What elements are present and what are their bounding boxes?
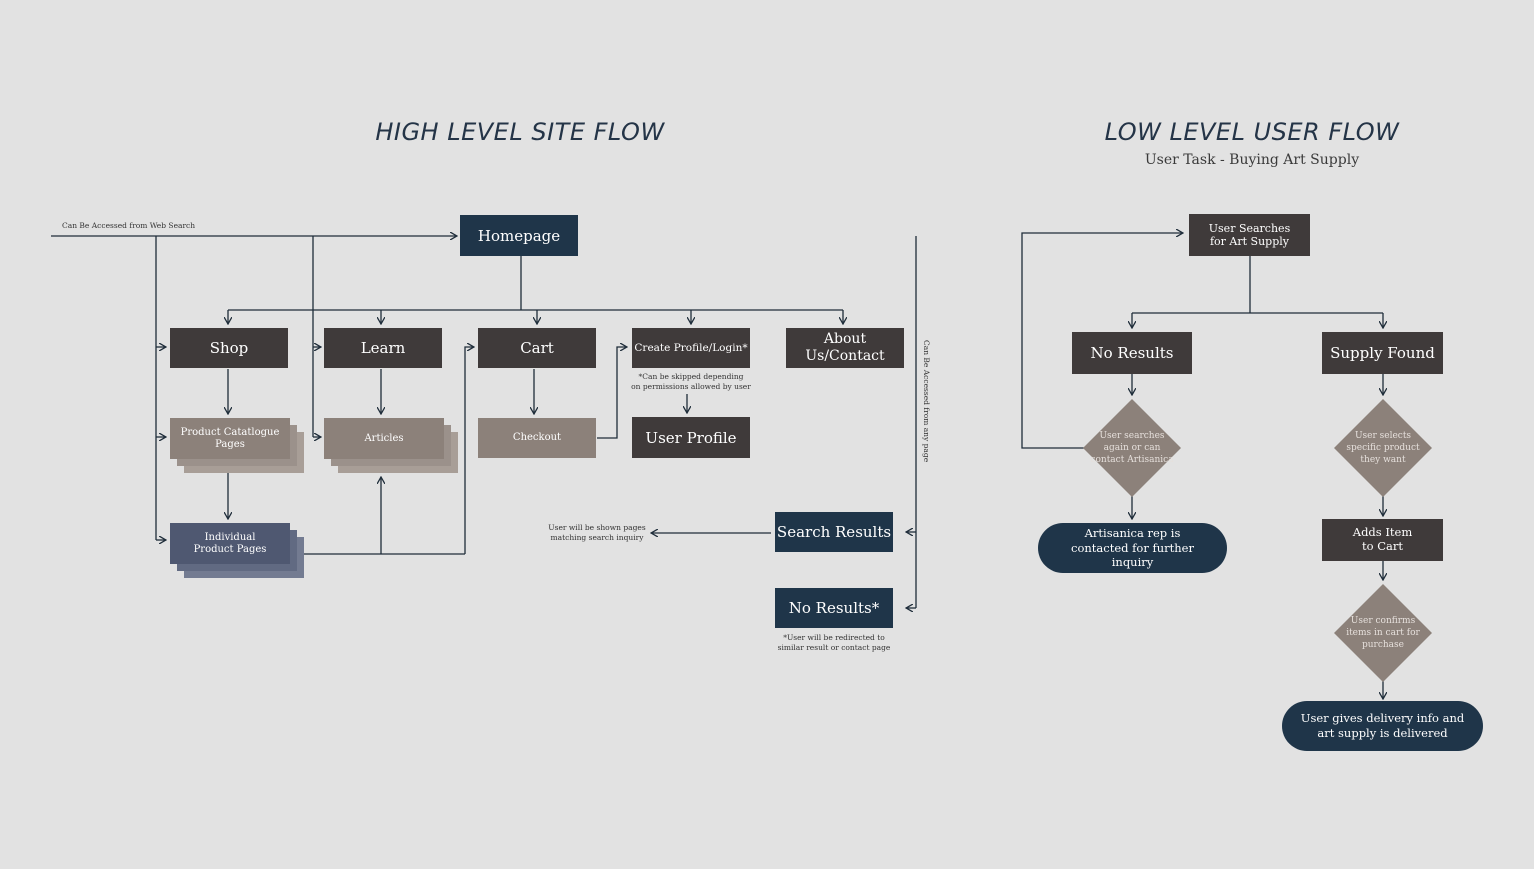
cart-node[interactable]: Cart xyxy=(478,328,596,368)
web-search-note: Can Be Accessed from Web Search xyxy=(62,221,196,230)
decision-select-product xyxy=(1334,399,1432,497)
user-profile-node[interactable]: User Profile xyxy=(632,417,750,458)
learn-node[interactable]: Learn xyxy=(324,328,442,368)
individual-product-node[interactable]: Individual Product Pages xyxy=(170,523,290,564)
decision-search-again xyxy=(1083,399,1181,497)
create-profile-node[interactable]: Create Profile/Login* xyxy=(632,328,750,368)
about-node[interactable]: About Us/Contact xyxy=(786,328,904,368)
add-cart-node[interactable]: Adds Item to Cart xyxy=(1322,519,1443,561)
search-results-note: User will be shown pages matching search… xyxy=(548,523,646,542)
select-product-text: User selects specific product they want xyxy=(1346,430,1420,466)
articles-node[interactable]: Articles xyxy=(324,418,444,459)
low-level-subtitle: User Task - Buying Art Supply xyxy=(1144,152,1360,168)
no-results-low-node[interactable]: No Results xyxy=(1072,332,1192,374)
search-again-text: User searches again or can contact Artis… xyxy=(1090,430,1174,466)
shop-node[interactable]: Shop xyxy=(170,328,288,368)
no-results-note: *User will be redirected to similar resu… xyxy=(777,633,891,652)
homepage-node[interactable]: Homepage xyxy=(460,215,578,256)
supply-found-node[interactable]: Supply Found xyxy=(1322,332,1443,374)
high-level-title: HIGH LEVEL SITE FLOW xyxy=(375,118,665,146)
any-page-note: Can Be Accessed from any page xyxy=(922,340,931,463)
no-results-node[interactable]: No Results* xyxy=(775,588,893,628)
search-results-node[interactable]: Search Results xyxy=(775,512,893,552)
profile-note: *Can be skipped depending on permissions… xyxy=(631,372,751,391)
confirm-items-text: User confirms items in cart for purchase xyxy=(1346,615,1420,651)
decision-confirm-items xyxy=(1334,584,1432,682)
rep-contacted-node[interactable]: Artisanica rep is contacted for further … xyxy=(1038,523,1227,573)
delivered-node[interactable]: User gives delivery info and art supply … xyxy=(1282,701,1483,751)
product-catalogue-node[interactable]: Product Catatlogue Pages xyxy=(170,418,290,459)
low-level-title: LOW LEVEL USER FLOW xyxy=(1104,118,1400,146)
start-search-node[interactable]: User Searches for Art Supply xyxy=(1189,214,1310,256)
checkout-node[interactable]: Checkout xyxy=(478,418,596,458)
